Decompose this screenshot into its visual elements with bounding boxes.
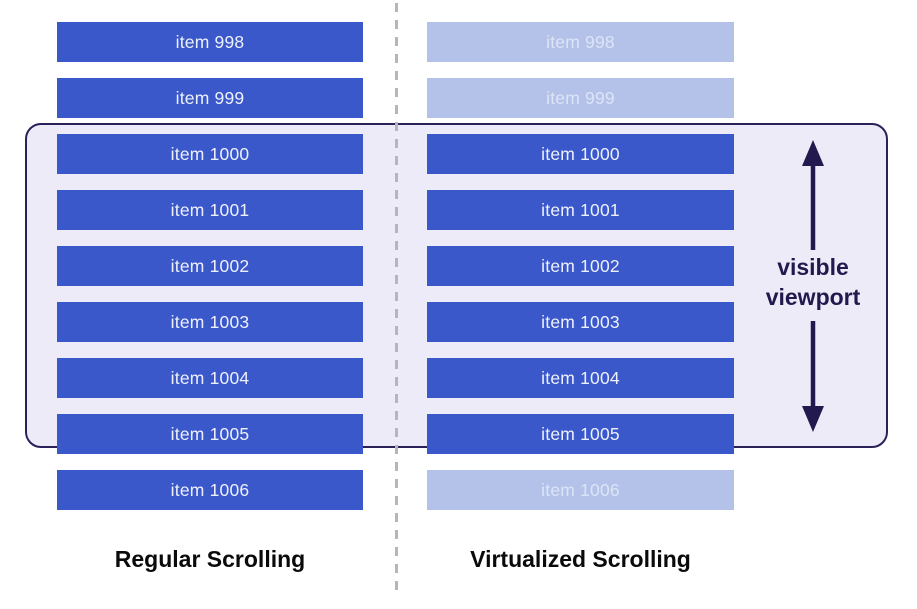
- list-item-rendered: item 1000: [57, 134, 363, 174]
- list-item-unrendered: item 998: [427, 22, 734, 62]
- list-item-rendered: item 1006: [57, 470, 363, 510]
- list-item-rendered: item 1002: [427, 246, 734, 286]
- list-item-rendered: item 1001: [427, 190, 734, 230]
- list-item-unrendered: item 999: [427, 78, 734, 118]
- visible-viewport-label: visible viewport: [733, 252, 893, 312]
- regular-scrolling-label: Regular Scrolling: [114, 546, 306, 572]
- dashed-column-divider: [395, 3, 398, 590]
- list-item-rendered: item 1004: [57, 358, 363, 398]
- virtualized-scrolling-label: Virtualized Scrolling: [470, 546, 691, 572]
- regular-scrolling-column: item 998 item 999 item 1000 item 1001 item 1…: [57, 22, 363, 510]
- list-item-rendered: item 1003: [427, 302, 734, 342]
- arrow-down-icon: [802, 321, 824, 432]
- list-item-rendered: item 999: [57, 78, 363, 118]
- arrow-up-icon: [802, 140, 824, 250]
- visible-viewport-label-line2: viewport: [765, 284, 861, 310]
- list-item-rendered: item 1000: [427, 134, 734, 174]
- virtualized-scrolling-column: item 998 item 999 item 1000 item 1001 item 1…: [427, 22, 734, 510]
- list-item-rendered: item 1005: [427, 414, 734, 454]
- list-item-rendered: item 998: [57, 22, 363, 62]
- visible-viewport-label-line1: visible: [777, 254, 849, 280]
- list-item-rendered: item 1001: [57, 190, 363, 230]
- list-item-rendered: item 1002: [57, 246, 363, 286]
- list-item-rendered: item 1003: [57, 302, 363, 342]
- list-item-rendered: item 1005: [57, 414, 363, 454]
- list-item-rendered: item 1004: [427, 358, 734, 398]
- list-item-unrendered: item 1006: [427, 470, 734, 510]
